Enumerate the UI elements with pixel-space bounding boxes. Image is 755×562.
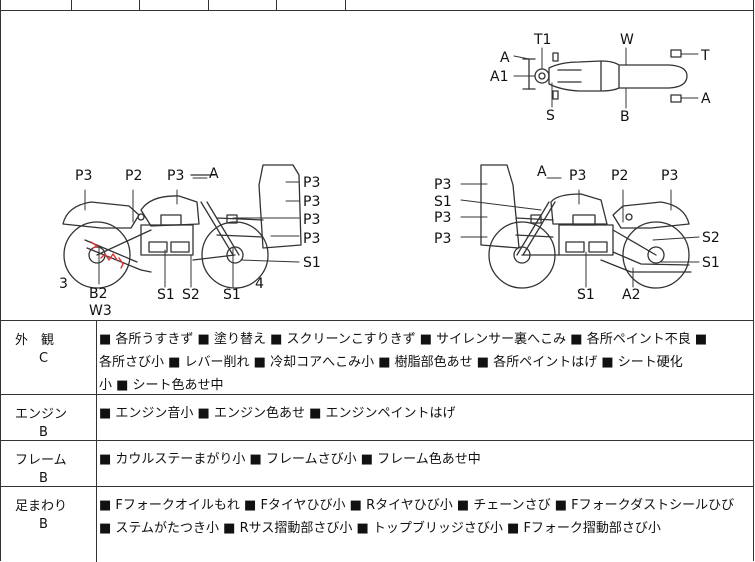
table-row-frame: フレーム B ■ カウルステーまがり小 ■ フレームさび小 ■ フレーム色あせ中: [1, 441, 753, 487]
note-line: ■ ステムがたつき小 ■ Rサス摺動部さび小 ■ トップブリッジさび小 ■ Fフ…: [99, 521, 661, 536]
table-cell: [1, 0, 72, 10]
label-t1: T1: [533, 32, 551, 48]
top-view-motorcycle: [522, 49, 688, 103]
label-a: A: [500, 50, 510, 66]
right-side-leaders: [460, 177, 700, 288]
category-grade: B: [39, 471, 48, 486]
note-line: ■ エンジン音小 ■ エンジン色あせ ■ エンジンペイントはげ: [99, 406, 456, 421]
scratch-marks: [90, 241, 124, 269]
label-s1: S1: [702, 255, 720, 271]
table-cell: [208, 0, 277, 10]
label-p3: P3: [661, 168, 678, 184]
table-cell: [276, 0, 346, 10]
category-cell: エンジン B: [1, 395, 97, 440]
label-4: 4: [255, 276, 264, 292]
label-a1: A1: [490, 69, 508, 85]
label-s1: S1: [434, 194, 452, 210]
previous-table-row: [1, 0, 753, 11]
label-p2: P2: [611, 168, 628, 184]
note-line: ■ Fフォークオイルもれ ■ Fタイヤひび小 ■ Rタイヤひび小 ■ チェーンさ…: [99, 498, 735, 513]
category-cell: 足まわり B: [1, 487, 97, 562]
label-b2: B2: [89, 286, 108, 302]
label-p3: P3: [434, 231, 451, 247]
motorcycle-diagram-svg: A T1 W T A1 A S B P3 P2 P3 A P3 P3 P3 P3…: [59, 32, 720, 319]
label-w: W: [620, 32, 634, 48]
category-name: エンジン: [15, 407, 68, 422]
note-line: ■ 各所うすきず ■ 塗り替え ■ スクリーンこすりきず ■ サイレンサー裏へこ…: [99, 332, 708, 347]
label-s1: S1: [157, 287, 175, 303]
note-line: ■ カウルステーまがり小 ■ フレームさび小 ■ フレーム色あせ中: [99, 452, 481, 467]
label-s2: S2: [702, 230, 720, 246]
condition-notes: ■ Fフォークオイルもれ ■ Fタイヤひび小 ■ Rタイヤひび小 ■ チェーンさ…: [99, 494, 741, 540]
category-grade: B: [39, 425, 48, 440]
table-cell: [71, 0, 140, 10]
condition-notes: ■ カウルステーまがり小 ■ フレームさび小 ■ フレーム色あせ中: [99, 448, 741, 471]
label-p3: P3: [75, 168, 92, 184]
label-p3: P3: [434, 210, 451, 226]
label-p2: P2: [125, 168, 142, 184]
label-p3: P3: [434, 177, 451, 193]
table-row-suspension: 足まわり B ■ Fフォークオイルもれ ■ Fタイヤひび小 ■ Rタイヤひび小 …: [1, 487, 753, 562]
table-row-engine: エンジン B ■ エンジン音小 ■ エンジン色あせ ■ エンジンペイントはげ: [1, 395, 753, 441]
category-grade: B: [39, 517, 48, 532]
label-p3: P3: [303, 194, 320, 210]
label-a2: A2: [622, 287, 640, 303]
label-w3: W3: [89, 303, 112, 319]
category-name: 外 観: [15, 333, 55, 348]
left-side-leaders: [84, 177, 300, 288]
label-a: A: [537, 164, 547, 180]
condition-notes: ■ エンジン音小 ■ エンジン色あせ ■ エンジンペイントはげ: [99, 402, 741, 425]
label-p3: P3: [569, 168, 586, 184]
label-3: 3: [59, 276, 68, 292]
category-cell: 外 観 C: [1, 321, 97, 394]
condition-notes: ■ 各所うすきず ■ 塗り替え ■ スクリーンこすりきず ■ サイレンサー裏へこ…: [99, 328, 741, 397]
category-name: 足まわり: [15, 499, 68, 514]
label-p3: P3: [303, 175, 320, 191]
label-p3: P3: [303, 212, 320, 228]
table-row-exterior: 外 観 C ■ 各所うすきず ■ 塗り替え ■ スクリーンこすりきず ■ サイレ…: [1, 321, 753, 395]
label-p3: P3: [167, 168, 184, 184]
label-t: T: [700, 48, 710, 64]
label-s1: S1: [303, 255, 321, 271]
table-cell: [139, 0, 209, 10]
right-side-motorcycle: [480, 164, 692, 289]
label-s: S: [546, 108, 555, 124]
label-s1: S1: [223, 287, 241, 303]
note-line: 小 ■ シート色あせ中: [99, 378, 224, 393]
category-name: フレーム: [15, 453, 67, 468]
top-view-leaders: [513, 47, 699, 109]
condition-table: 外 観 C ■ 各所うすきず ■ 塗り替え ■ スクリーンこすりきず ■ サイレ…: [1, 320, 753, 562]
left-side-motorcycle: [62, 164, 302, 289]
damage-diagram: A T1 W T A1 A S B P3 P2 P3 A P3 P3 P3 P3…: [1, 10, 753, 320]
label-s2: S2: [182, 287, 200, 303]
label-b: B: [620, 109, 630, 125]
category-cell: フレーム B: [1, 441, 97, 486]
label-a: A: [209, 166, 219, 182]
category-grade: C: [39, 351, 49, 366]
label-s1: S1: [577, 287, 595, 303]
label-p3: P3: [303, 231, 320, 247]
label-a: A: [701, 91, 711, 107]
note-line: 各所さび小 ■ レバー削れ ■ 冷却コアへこみ小 ■ 樹脂部色あせ ■ 各所ペイ…: [99, 355, 683, 370]
